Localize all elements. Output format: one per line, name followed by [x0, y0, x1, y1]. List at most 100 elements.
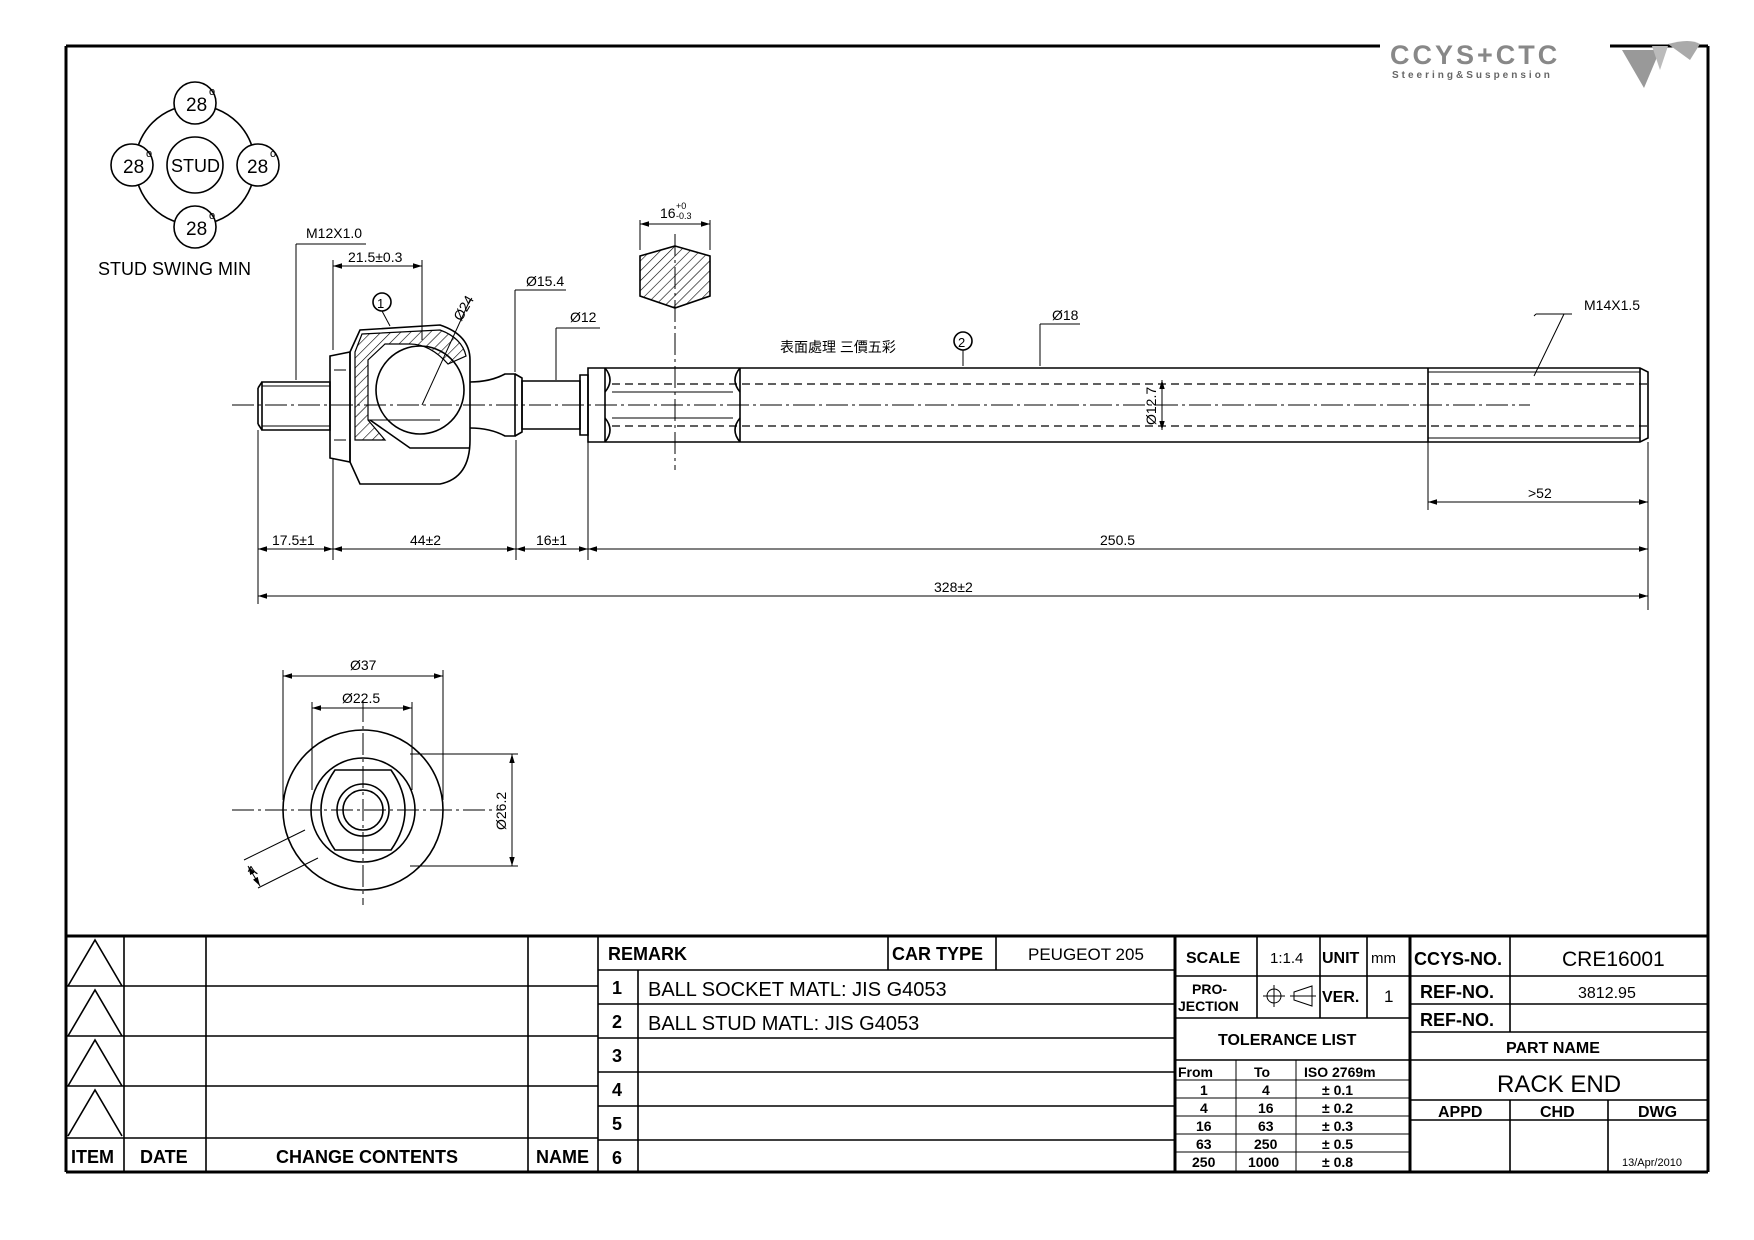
projection-label-2: JECTION: [1178, 998, 1239, 1014]
remark-5-no: 5: [612, 1114, 622, 1134]
hex-tol-lower: -0.3: [676, 211, 692, 221]
rack-end-end-view: Ø37 Ø22.5 Ø26.2 7: [232, 657, 518, 905]
tol-row4-tol: ± 0.5: [1322, 1136, 1353, 1152]
tol-row5-from: 250: [1192, 1154, 1216, 1170]
len-17-5-label: 17.5±1: [272, 532, 315, 548]
dia12-7-label: Ø12.7: [1143, 387, 1159, 425]
remark-2-no: 2: [612, 1012, 622, 1032]
car-type-value: PEUGEOT 205: [1028, 945, 1144, 964]
rev-item-header: ITEM: [71, 1147, 114, 1167]
item2-bubble: 2: [958, 335, 965, 350]
surface-note: 表面處理 三價五彩: [780, 339, 896, 355]
tol-row4-to: 250: [1254, 1136, 1278, 1152]
part-name-label: PART NAME: [1506, 1040, 1600, 1057]
logo-tagline: Steering&Suspension: [1392, 70, 1553, 81]
tol-row3-to: 63: [1258, 1118, 1274, 1134]
ref-no2-label: REF-NO.: [1420, 1010, 1494, 1030]
ccys-no-value: CRE16001: [1562, 948, 1665, 971]
swing-bottom: 28: [186, 219, 207, 240]
tol-row1-from: 1: [1200, 1082, 1208, 1098]
projection-label-1: PRO-: [1192, 981, 1227, 997]
swing-top: 28: [186, 95, 207, 116]
tol-row4-from: 63: [1196, 1136, 1212, 1152]
dia22-5-label: Ø22.5: [342, 690, 380, 706]
thread-left-label: M12X1.0: [306, 225, 362, 241]
len-gt52-label: >52: [1528, 485, 1552, 501]
unit-value: mm: [1371, 950, 1396, 967]
remark-2-text: BALL STUD MATL: JIS G4053: [648, 1013, 919, 1035]
part-block: CCYS-NO. CRE16001 REF-NO. 3812.95 REF-NO…: [1414, 948, 1682, 1169]
ref-no-value: 3812.95: [1578, 985, 1636, 1002]
swing-left: 28: [123, 157, 144, 178]
appd-label: APPD: [1438, 1104, 1482, 1121]
title-block-grid: [66, 934, 1708, 1172]
deg-right: o: [270, 148, 276, 160]
scale-block: SCALE 1:1.4 UNIT mm PRO- JECTION VER. 1 …: [1178, 950, 1396, 1170]
dia15-4-label: Ø15.4: [526, 273, 564, 289]
scale-value: 1:1.4: [1270, 950, 1303, 967]
len-total-label: 328±2: [934, 579, 973, 595]
remark-6-no: 6: [612, 1148, 622, 1168]
remark-1-text: BALL SOCKET MATL: JIS G4053: [648, 979, 947, 1001]
tol-iso-header: ISO 2769m: [1304, 1064, 1376, 1080]
car-type-label: CAR TYPE: [892, 944, 983, 964]
dia18-label: Ø18: [1052, 307, 1079, 323]
remark-3-no: 3: [612, 1046, 622, 1066]
company-logo: CCYS+CTC Steering&Suspension: [1380, 38, 1700, 88]
swing-caption: STUD SWING MIN: [98, 259, 251, 279]
drawing-date: 13/Apr/2010: [1622, 1157, 1682, 1169]
remark-4-no: 4: [612, 1080, 622, 1100]
rev-name-header: NAME: [536, 1147, 589, 1167]
scale-label: SCALE: [1186, 950, 1241, 967]
len-44-label: 44±2: [410, 532, 441, 548]
dia37-label: Ø37: [350, 657, 377, 673]
thread-right-label: M14X1.5: [1584, 297, 1640, 313]
tol-row2-tol: ± 0.2: [1322, 1100, 1353, 1116]
remarks-block: REMARK CAR TYPE PEUGEOT 205 1 BALL SOCKE…: [608, 944, 1144, 1168]
deg-top: o: [209, 86, 215, 98]
rev-change-header: CHANGE CONTENTS: [276, 1147, 458, 1167]
tol-to-header: To: [1254, 1064, 1270, 1080]
tol-row5-to: 1000: [1248, 1154, 1279, 1170]
deg-left: o: [146, 148, 152, 160]
dia12-label: Ø12: [570, 309, 597, 325]
logo-brand: CCYS+CTC: [1390, 40, 1560, 70]
ref-no-label: REF-NO.: [1420, 982, 1494, 1002]
remark-header: REMARK: [608, 944, 687, 964]
rack-end-side-view: 16 +0 -0.3 M12X1.0 21.5±0.3 1 Ø24 Ø15.4 …: [232, 201, 1649, 610]
stud-swing-diagram: 28 o 28 o 28 o 28 o STUD STUD SWING MIN: [98, 81, 280, 279]
ver-label: VER.: [1322, 989, 1359, 1006]
dwg-label: DWG: [1638, 1104, 1677, 1121]
tolerance-title: TOLERANCE LIST: [1218, 1032, 1357, 1049]
drawing-frame: [64, 44, 1710, 1174]
tol-row3-from: 16: [1196, 1118, 1212, 1134]
item1-bubble: 1: [377, 296, 384, 311]
tol-row3-tol: ± 0.3: [1322, 1118, 1353, 1134]
swing-right: 28: [247, 157, 268, 178]
len-21-5-label: 21.5±0.3: [348, 249, 403, 265]
dia24-label: Ø24: [450, 292, 477, 323]
revision-headers: ITEM DATE CHANGE CONTENTS NAME: [71, 1147, 589, 1167]
tol-row5-tol: ± 0.8: [1322, 1154, 1353, 1170]
chd-label: CHD: [1540, 1104, 1575, 1121]
hex-tol-upper: +0: [676, 201, 686, 211]
dia26-2-label: Ø26.2: [493, 792, 509, 830]
deg-bottom: o: [209, 210, 215, 222]
swing-center: STUD: [171, 156, 220, 176]
rev-date-header: DATE: [140, 1147, 188, 1167]
tol-row1-to: 4: [1262, 1082, 1270, 1098]
dim7-label: 7: [244, 863, 262, 877]
tol-from-header: From: [1178, 1064, 1213, 1080]
ccys-no-label: CCYS-NO.: [1414, 949, 1502, 969]
tol-row2-from: 4: [1200, 1100, 1208, 1116]
part-name-value: RACK END: [1497, 1071, 1621, 1098]
len-16-label: 16±1: [536, 532, 567, 548]
tol-row1-tol: ± 0.1: [1322, 1082, 1353, 1098]
tol-row2-to: 16: [1258, 1100, 1274, 1116]
remark-1-no: 1: [612, 978, 622, 998]
ver-value: 1: [1384, 987, 1393, 1006]
len-250-5-label: 250.5: [1100, 532, 1135, 548]
hex-width-label: 16: [660, 205, 676, 221]
unit-label: UNIT: [1322, 950, 1360, 967]
